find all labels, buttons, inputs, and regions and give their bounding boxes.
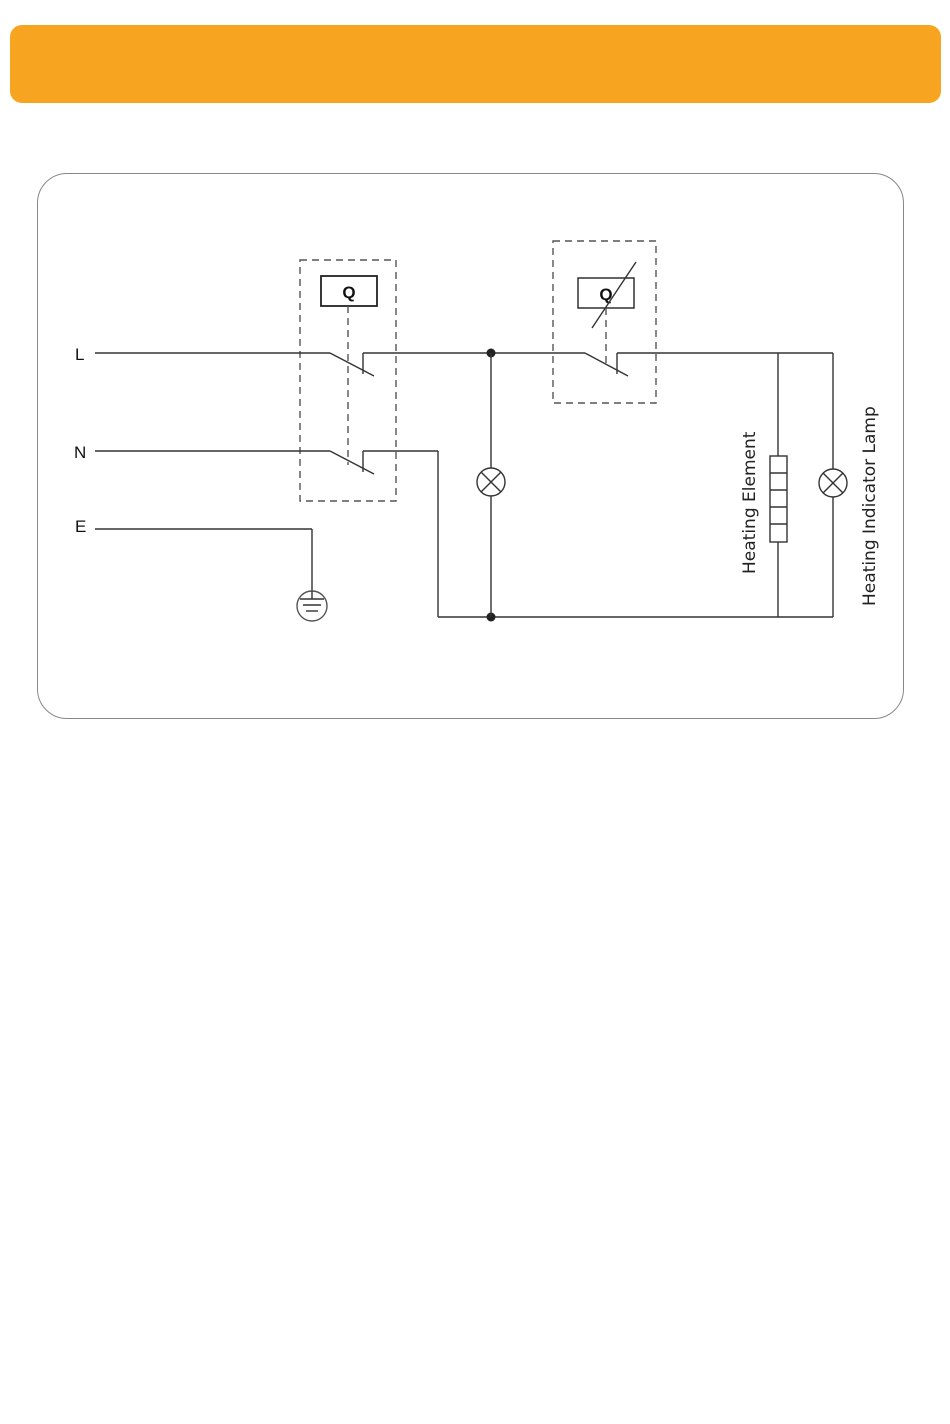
- switch-q-label: Q: [342, 283, 355, 302]
- heating-indicator-lamp: [819, 353, 847, 617]
- heating-element: [770, 353, 787, 617]
- thermostat: Q: [553, 241, 656, 403]
- terminal-e-label: E: [75, 517, 86, 536]
- heating-element-label: Heating Element: [740, 431, 760, 574]
- terminal-l-label: L: [75, 345, 84, 364]
- terminal-n-label: N: [74, 443, 86, 462]
- power-lamp: [477, 353, 505, 617]
- earth-symbol: [95, 529, 327, 621]
- heating-indicator-lamp-label: Heating Indicator Lamp: [860, 406, 880, 606]
- main-switch: Q: [95, 260, 396, 501]
